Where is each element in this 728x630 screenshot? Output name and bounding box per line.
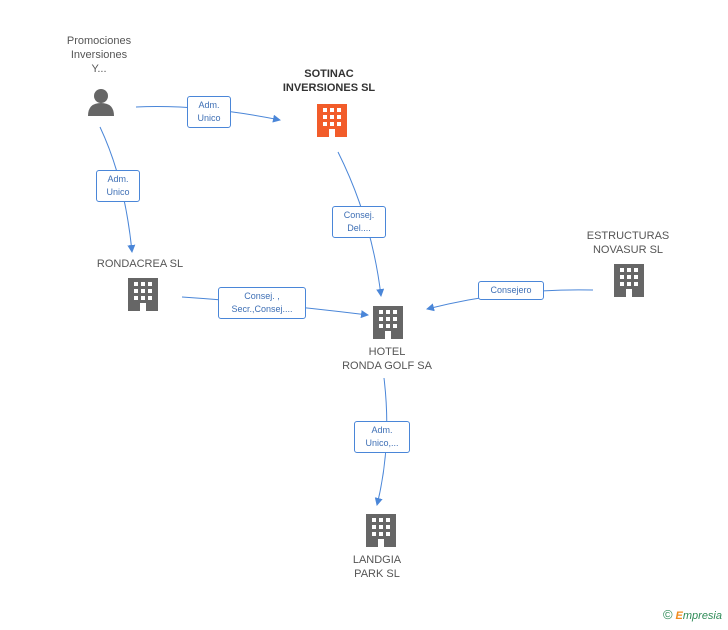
node-label-line: RONDACREA SL (96, 258, 184, 270)
node-label-hotel[interactable]: HOTEL RONDA GOLF SA (330, 345, 444, 373)
edge-label-line: Secr.,Consej.... (231, 304, 293, 314)
building-icon (614, 264, 644, 297)
edge-label-line: Unico (106, 187, 130, 197)
node-label-line: Inversiones (70, 49, 128, 61)
edge-label-line: Adm. (371, 425, 393, 435)
edge-label-line: Adm. (198, 100, 220, 110)
brand-name: mpresia (682, 610, 722, 622)
edge-label-rondacrea-hotel[interactable]: Consej. , Secr.,Consej.... (218, 287, 306, 319)
edge-label-line: Consej. (343, 210, 375, 220)
brand-initial: E (675, 610, 683, 622)
building-icon (366, 514, 396, 547)
edge-label-line: Adm. (107, 174, 129, 184)
edge-label-sotinac-hotel[interactable]: Consej. Del.... (332, 206, 386, 238)
node-label-landgia[interactable]: LANDGIA PARK SL (330, 553, 424, 581)
building-icon (128, 278, 158, 311)
building-icon (317, 104, 347, 137)
node-label-line: NOVASUR SL (592, 244, 664, 256)
node-label-line: INVERSIONES SL (282, 82, 376, 94)
node-label-line: PARK SL (354, 568, 400, 580)
edge-label-line: Del.... (347, 223, 371, 233)
edge-label-hotel-landgia[interactable]: Adm. Unico,... (354, 421, 410, 453)
edge-label-line: Consejero (490, 285, 532, 295)
edge-label-line: Unico,... (365, 438, 399, 448)
node-label-rondacrea[interactable]: RONDACREA SL (88, 257, 192, 271)
person-icon (88, 89, 114, 116)
node-label-sotinac[interactable]: SOTINAC INVERSIONES SL (270, 67, 388, 95)
node-label-line: Y... (91, 63, 107, 75)
building-icon (373, 306, 403, 339)
edge-label-line: Unico (197, 113, 221, 123)
node-label-line: ESTRUCTURAS (586, 230, 670, 242)
node-label-estructuras[interactable]: ESTRUCTURAS NOVASUR SL (576, 229, 680, 257)
edge-label-estructuras-hotel[interactable]: Consejero (478, 281, 544, 300)
node-label-line: HOTEL (368, 346, 406, 358)
node-label-line: Promociones (66, 35, 132, 47)
empresia-watermark: ©Empresia (663, 607, 722, 622)
edge-label-promociones-rondacrea[interactable]: Adm. Unico (96, 170, 140, 202)
edge-label-promociones-sotinac[interactable]: Adm. Unico (187, 96, 231, 128)
node-label-line: LANDGIA (352, 554, 402, 566)
edge-label-line: Consej. , (244, 291, 280, 301)
node-label-promociones[interactable]: Promociones Inversiones Y... (48, 34, 150, 76)
node-label-line: RONDA GOLF SA (342, 360, 432, 372)
node-label-line: SOTINAC (304, 68, 354, 80)
copyright-symbol: © (662, 607, 673, 622)
